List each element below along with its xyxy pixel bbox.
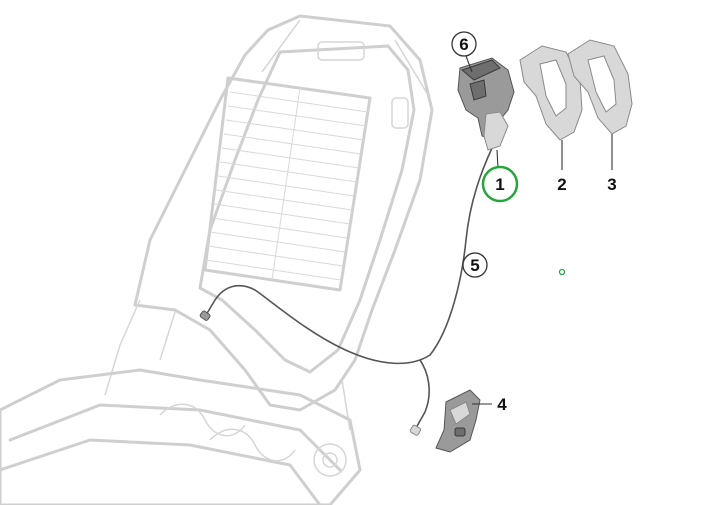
callout-label-4: 4 [497, 395, 507, 414]
callout-2: 2 [557, 140, 567, 194]
callout-3: 3 [607, 134, 617, 194]
callout-label-1: 1 [495, 175, 504, 194]
bracket-part-4 [435, 389, 481, 453]
release-handle-part [457, 57, 515, 151]
bowden-cable [199, 147, 493, 436]
marker-dot [558, 268, 566, 276]
callout-label-5: 5 [470, 256, 479, 275]
backrest-mesh [203, 76, 372, 292]
callout-label-2: 2 [557, 175, 566, 194]
callout-4: 4 [472, 395, 507, 414]
callout-5: 5 [462, 252, 488, 278]
callout-label-6: 6 [459, 35, 468, 54]
seat-base-frame [0, 368, 362, 505]
callout-1: 1 [481, 149, 519, 203]
callout-6: 6 [451, 31, 477, 73]
callout-label-3: 3 [607, 175, 616, 194]
backrest-frame [104, 14, 434, 431]
cover-part-3 [567, 39, 633, 135]
cover-part-2 [519, 45, 583, 141]
